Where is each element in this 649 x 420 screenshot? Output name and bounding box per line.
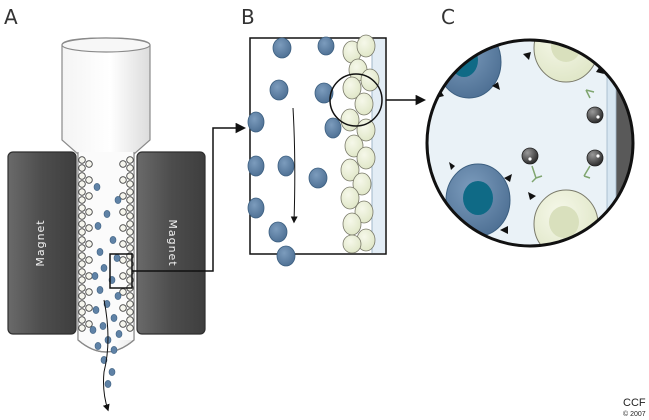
panel-label-b: B	[241, 5, 255, 29]
flow-arrow-b	[290, 107, 298, 224]
labeled-cells-b	[247, 36, 342, 267]
column-top-opening	[61, 37, 151, 53]
panel-label-a: A	[4, 5, 18, 29]
magnetic-bead-2	[521, 147, 543, 183]
outflow-arrow	[102, 299, 110, 412]
credit-line-1: CCF	[623, 397, 646, 409]
magnetic-bead-1	[585, 89, 604, 124]
column-zoom-panel	[247, 34, 387, 267]
labeled-cell-top	[436, 40, 502, 99]
column-matrix-beads	[78, 156, 134, 332]
matrix-beads-b	[340, 34, 380, 254]
magnet-left: Magnet	[7, 151, 77, 335]
magnet-right: Magnet	[136, 151, 206, 335]
zoom-region-b	[329, 73, 383, 127]
connector-a-to-b	[132, 122, 247, 272]
column-diagram: Magnet Magnet	[7, 37, 206, 412]
magnetic-bead-3	[583, 149, 604, 179]
magnet-right-label: Magnet	[166, 219, 179, 266]
molecular-zoom-panel	[425, 38, 635, 248]
credit-line-2: © 2007	[623, 410, 646, 418]
panel-label-c: C	[441, 5, 455, 29]
zoom-circle-outline	[425, 38, 635, 248]
column-wall	[372, 39, 385, 253]
magnet-left-label: Magnet	[34, 219, 47, 266]
